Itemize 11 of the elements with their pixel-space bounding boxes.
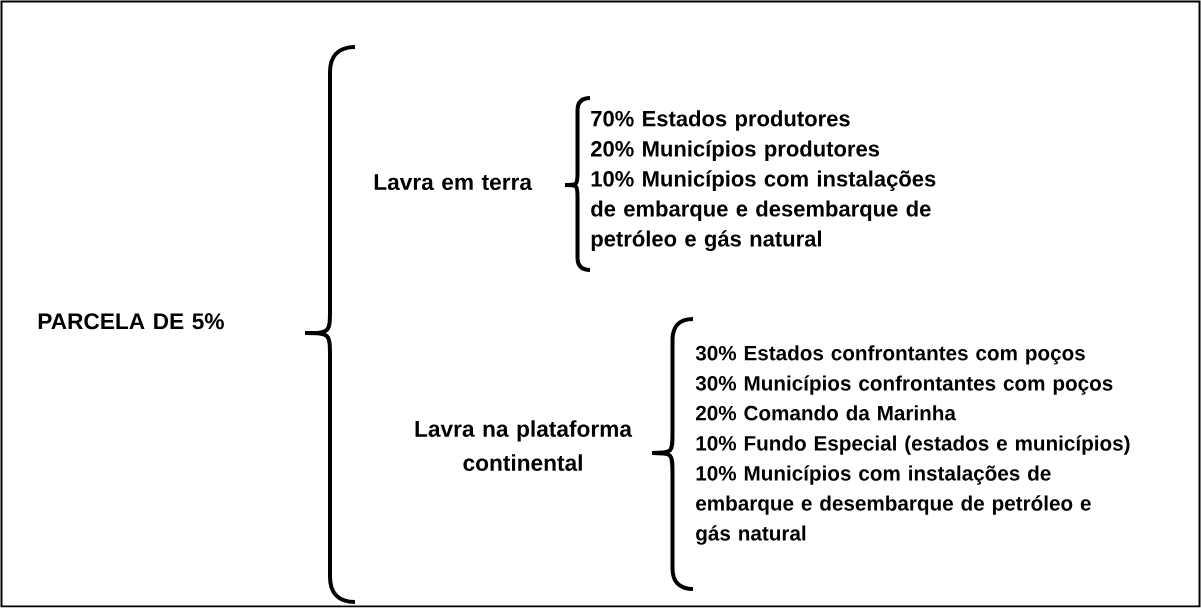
heading-label: PARCELA DE 5% (38, 313, 224, 330)
list-item: 70% Estados produtores (591, 110, 850, 131)
category-label: Lavra em terra (374, 174, 533, 191)
list-item: 30% Estados confrontantes com poços (695, 345, 1085, 365)
list-item: 10% Fundo Especial (estados e municípios) (696, 435, 1130, 455)
list-item: 10% Municípios com instalações de embarque e desembarque de petróleo e gás natural (591, 170, 936, 252)
list-item: 20% Municípios produtores (591, 140, 880, 161)
list-item: 20% Comando da Marinha (696, 405, 957, 421)
list-item: 10% Municípios com instalações de embarque e desembarque de petróleo e gás natural (696, 465, 1091, 545)
category-label: Lavra na plataforma continental (415, 420, 633, 471)
list-item: 30% Municípios confrontantes com poços (695, 375, 1113, 395)
